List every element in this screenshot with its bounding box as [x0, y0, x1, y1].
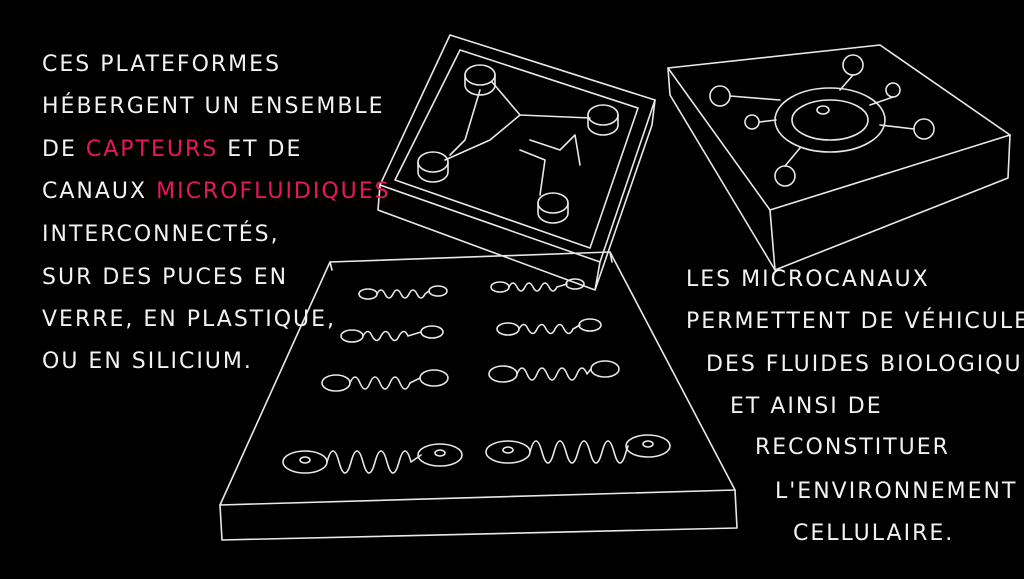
channel-row-2: [340, 318, 602, 343]
channel-row-4: [282, 434, 671, 474]
caption-line: permettent de véhiculer: [686, 309, 1024, 334]
caption-line: sur des puces en: [42, 265, 289, 290]
caption-line: l'environnement: [775, 479, 1018, 504]
highlight-microfluidiques: microfluidiques: [156, 179, 391, 204]
top-left-chip: [377, 34, 656, 291]
caption-line: cellulaire.: [793, 521, 955, 546]
caption-line: de capteurs et de: [42, 139, 302, 161]
caption-line: et ainsi de: [730, 394, 883, 419]
caption-word: de: [42, 137, 77, 162]
main-chip: [219, 251, 738, 541]
caption-line: Les microcanaux: [686, 267, 930, 292]
caption-line: interconnectés,: [42, 222, 280, 247]
highlight-capteurs: capteurs: [85, 137, 219, 162]
caption-line: des fluides biologiques: [706, 352, 1024, 377]
caption-word: canaux: [42, 179, 148, 204]
channel-row-1: [358, 278, 585, 300]
caption-line: ou en silicium.: [42, 349, 253, 374]
caption-line: reconstituer: [755, 435, 950, 460]
caption-line: canaux microfluidiques: [42, 181, 391, 203]
caption-word: et de: [227, 137, 303, 162]
caption-line: hébergent un ensemble: [42, 94, 385, 119]
top-right-chip: [667, 44, 1011, 271]
caption-line: Ces plateformes: [42, 52, 282, 77]
channel-row-3: [321, 360, 620, 392]
caption-line: verre, en plastique,: [42, 307, 337, 332]
